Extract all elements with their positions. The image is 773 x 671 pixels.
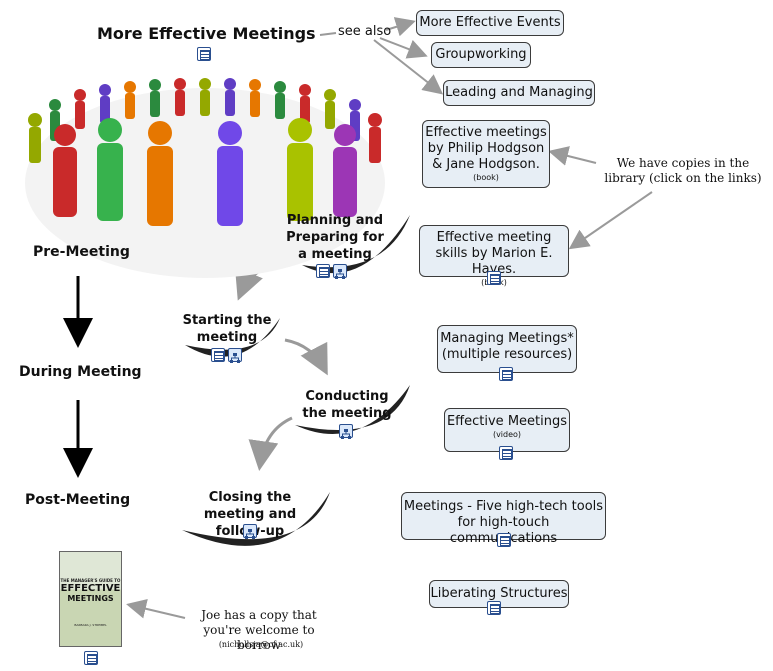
document-icon[interactable] [211,348,225,362]
book-tag: (book) [473,173,499,182]
swoosh-planning [302,215,410,274]
front-row-people [53,118,357,226]
see-also-arrow-events [385,17,416,37]
document-icon[interactable] [487,601,501,615]
swoosh-conducting [295,385,410,434]
document-icon[interactable] [499,367,513,381]
see-also-link-leading-and-managing[interactable]: Leading and Managing [443,80,595,106]
concept-map-icon[interactable] [228,348,242,363]
document-icon[interactable] [487,271,501,285]
resource-title: Liberating Structures [430,586,568,601]
book-box-hayes[interactable]: Effective meeting skills by Marion E. Ha… [419,225,569,287]
see-also-arrow-groupworking [379,37,428,59]
flow-arrow-conducting-to-closing [248,416,293,471]
resource-five-high-tech-tools[interactable]: Meetings - Five high-tech tools for high… [401,492,606,546]
library-note: We have copies in the library (click on … [604,156,762,185]
document-icon[interactable] [84,651,98,665]
book-box-hodgson[interactable]: Effective meetings by Philip Hodgson & J… [422,120,550,188]
concept-map-icon[interactable] [243,524,257,539]
phase-post-meeting: Post-Meeting [25,492,131,508]
book-cover-image[interactable]: THE MANAGER'S GUIDE TO EFFECTIVE MEETING… [59,551,122,647]
see-also-arrow-line [319,32,337,36]
see-also-label: see also [338,24,392,39]
page-title: More Effective Meetings [97,24,316,43]
phase-pre-meeting: Pre-Meeting [33,244,130,260]
concept-map-icon[interactable] [333,264,347,279]
borrow-email[interactable]: (nichollsja@cf.ac.uk) [218,640,304,649]
resource-tag: (video) [492,430,522,439]
borrow-arrow [126,598,186,619]
concept-map-icon[interactable] [339,424,353,439]
library-arrow-book1 [548,146,597,166]
step-conducting: Conducting the meeting [302,389,392,421]
see-also-link-groupworking[interactable]: Groupworking [431,42,531,68]
step-planning: Planning and Preparing for a meeting [286,213,384,262]
book-cover-title-large-2: MEETINGS [67,594,114,603]
resource-managing-meetings[interactable]: Managing Meetings* (multiple resources) [437,325,577,373]
resource-title: Managing Meetings* (multiple resources) [440,331,574,362]
back-row-people [28,78,382,163]
step-closing: Closing the meeting and follow-up [203,490,297,539]
document-icon[interactable] [499,446,513,460]
document-icon[interactable] [497,533,511,547]
see-also-link-more-effective-events[interactable]: More Effective Events [416,10,564,36]
flow-arrow-starting-to-conducting [284,338,328,376]
borrow-note: Joe has a copy that you're welcome to bo… [201,608,317,652]
resource-effective-meetings-video[interactable]: Effective Meetings (video) [444,408,570,452]
book-cover-author: BARBARA J. STREIBEL [74,623,107,627]
phase-during-meeting: During Meeting [19,364,142,380]
document-icon[interactable] [316,264,330,278]
see-also-arrow-leading [373,39,444,95]
book-title: Effective meeting skills by Marion E. Ha… [435,230,553,277]
step-starting: Starting the meeting [182,313,272,345]
people-circle-illustration [25,78,385,278]
book-cover-title-large: EFFECTIVE [60,583,121,594]
library-arrow-book2 [568,191,653,250]
book-cover-title-small: THE MANAGER'S GUIDE TO [60,578,121,583]
book-title: Effective meetings by Philip Hodgson & J… [425,125,547,172]
document-icon[interactable] [197,47,211,61]
resource-title: Effective Meetings [446,414,568,429]
